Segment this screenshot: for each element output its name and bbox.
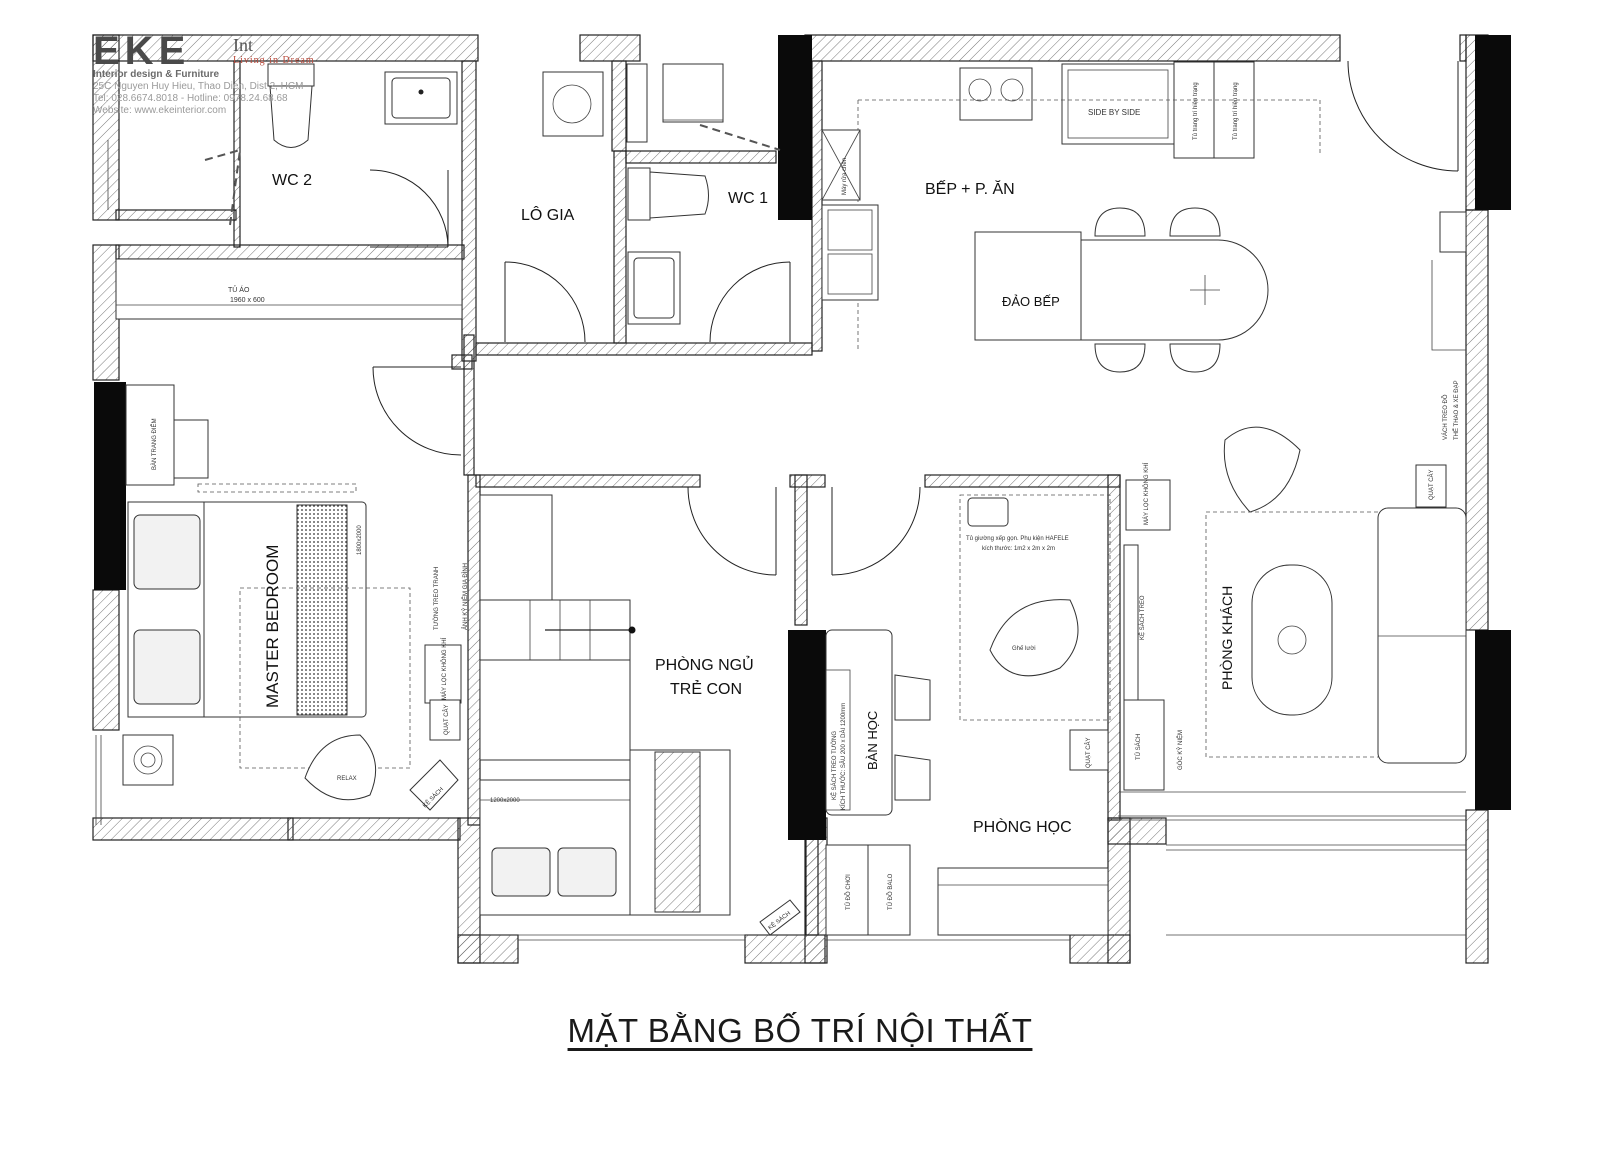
master-bed-size: 1800x2000 bbox=[357, 525, 363, 555]
fridge-cab-2: Tủ trang trí hiện trạng bbox=[1232, 82, 1239, 140]
logo-tagline: Living in Dream bbox=[233, 55, 315, 66]
dishwasher-label: Máy rửa chén bbox=[841, 158, 848, 195]
hanging-shelf: KỆ SÁCH TREO bbox=[1138, 595, 1146, 640]
wardrobe-size: 1960 x 600 bbox=[230, 297, 265, 304]
title-block: MẶT BẰNG BỐ TRÍ NỘI THẤT bbox=[0, 1012, 1600, 1050]
wc2-fixtures bbox=[267, 63, 458, 148]
logia-label: LÔ GIA bbox=[521, 205, 575, 224]
vanity-label: BÀN TRANG ĐIỂM bbox=[151, 418, 158, 470]
wc1-label: WC 1 bbox=[728, 190, 768, 207]
bookcase-label: TỦ SÁCH bbox=[1135, 734, 1142, 760]
kids-fixtures bbox=[479, 494, 801, 936]
master-fixtures bbox=[115, 258, 463, 811]
sport-rack-1: VÁCH TREO ĐỒ bbox=[1442, 394, 1449, 440]
sport-rack-2: THỂ THAO & XE ĐẠP bbox=[1453, 380, 1460, 440]
kitchen-label: BẾP + P. ĂN bbox=[925, 179, 1015, 198]
wardrobe-label: TỦ ÁO bbox=[228, 285, 250, 294]
wc1-fixtures bbox=[627, 167, 709, 325]
logo-line-2: 25C Nguyen Huy Hieu, Thao Dien, Dist 2, … bbox=[93, 81, 304, 92]
wall-art-1: TƯỜNG TREO TRANH bbox=[433, 567, 440, 630]
wc2-label: WC 2 bbox=[272, 172, 312, 189]
murphy-bed-2: kích thước: 1m2 x 2m x 2m bbox=[982, 546, 1055, 552]
toy-cabinet: TỦ ĐỒ CHƠI bbox=[845, 874, 852, 910]
side-by-side: SIDE BY SIDE bbox=[1088, 108, 1140, 117]
study-shelf-1: KỆ SÁCH TREO TƯỜNG bbox=[830, 731, 838, 800]
doors bbox=[204, 60, 1459, 576]
master-fan: QUẠT CÂY bbox=[443, 704, 450, 735]
memory-corner: GÓC KỶ NIỆM bbox=[1176, 730, 1184, 770]
study-shelf-2: KÍCH THƯỚC: SÂU 200 x DÀI 1200mm bbox=[840, 703, 847, 810]
kitchen-fixtures bbox=[821, 61, 1321, 373]
wall-art-2: ẢNH KỶ NIỆM GIA ĐÌNH bbox=[461, 563, 469, 630]
living-fixtures bbox=[1120, 211, 1467, 793]
plan-title: MẶT BẰNG BỐ TRÍ NỘI THẤT bbox=[567, 1012, 1033, 1049]
kitchen-island-label: ĐẢO BẾP bbox=[1002, 294, 1060, 309]
relax-label: RELAX bbox=[337, 776, 357, 782]
logo-line-4: Website: www.ekeinterior.com bbox=[93, 105, 227, 116]
kids-label-1: PHÒNG NGỦ bbox=[655, 655, 754, 674]
logo-name-fragment: Int bbox=[233, 35, 253, 55]
study-fixtures bbox=[825, 494, 1111, 936]
study-label: PHÒNG HỌC bbox=[973, 817, 1072, 836]
windows bbox=[95, 140, 1466, 941]
company-logo: EKE Int Living in Dream Interior design … bbox=[93, 29, 314, 117]
murphy-bed-1: Tủ giường xếp gọn. Phụ kiện HAFELE bbox=[966, 535, 1069, 542]
study-fan: QUẠT CÂY bbox=[1085, 737, 1092, 768]
beanbag-label: Ghế lười bbox=[1012, 646, 1036, 652]
master-air-purifier: MÁY LỌC KHÔNG KHÍ bbox=[441, 637, 448, 700]
living-air-purifier: MÁY LỌC KHÔNG KHÍ bbox=[1143, 462, 1150, 525]
structural-columns bbox=[94, 35, 1511, 840]
living-label: PHÒNG KHÁCH bbox=[1219, 586, 1235, 690]
fridge-cab-1: Tủ trang trí hiện trạng bbox=[1192, 82, 1199, 140]
kids-bed-size: 1200x2000 bbox=[490, 798, 520, 804]
backpack-cabinet: TỦ ĐỒ BALO bbox=[887, 873, 894, 910]
logo-line-1: Interior design & Furniture bbox=[93, 69, 220, 80]
logia-fixtures bbox=[542, 63, 724, 143]
kids-label-2: TRẺ CON bbox=[670, 679, 742, 698]
living-fan: QUẠT CÂY bbox=[1428, 469, 1435, 500]
study-desk-label: BÀN HỌC bbox=[865, 711, 880, 770]
master-label: MASTER BEDROOM bbox=[263, 545, 282, 708]
logo-mark: EKE bbox=[93, 29, 191, 73]
logo-line-3: Tel: 028.6674.8018 - Hotline: 0978.24.68… bbox=[93, 93, 288, 104]
